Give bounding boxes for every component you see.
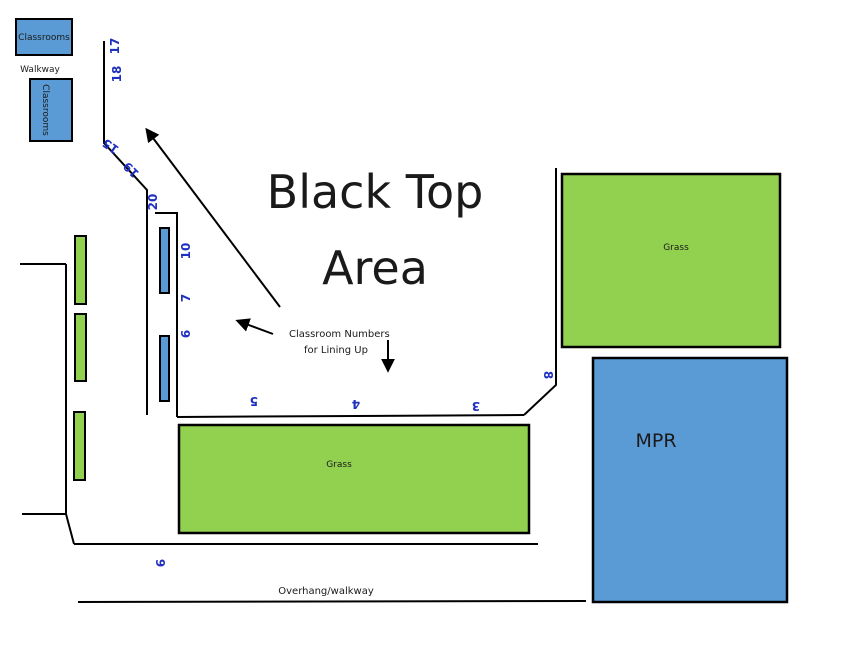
annotation-line2: for Lining Up	[304, 345, 368, 356]
grass-strip-2	[74, 313, 87, 382]
classroom-number-5: 5	[250, 394, 258, 408]
grass-right-label: Grass	[663, 243, 689, 253]
annotation-line1: Classroom Numbers	[289, 329, 390, 340]
blue-strip-lower	[159, 335, 170, 402]
arrow-to-left-classrooms	[235, 318, 274, 335]
inner-boundary-line	[155, 212, 178, 417]
grass-strip-3	[73, 411, 86, 481]
blacktop-title-line2: Area	[322, 241, 428, 295]
classroom-number-8: 8	[541, 371, 555, 379]
overhang-line	[77, 600, 587, 603]
mpr-label: MPR	[635, 430, 676, 452]
blue-strip-upper	[159, 227, 170, 294]
classrooms-building-vertical	[29, 78, 73, 142]
classroom-number-3: 3	[472, 399, 480, 413]
walkway-label: Walkway	[20, 65, 60, 75]
overhang-label: Overhang/walkway	[278, 586, 374, 597]
classroom-number-20: 20	[146, 194, 160, 211]
mpr-building	[591, 356, 789, 604]
classrooms-top-label: Classrooms	[18, 33, 70, 43]
classroom-number-18: 18	[110, 66, 124, 83]
classroom-number-19: 19	[120, 159, 142, 181]
grass-area-bottom	[177, 423, 531, 535]
classroom-number-9: 9	[153, 559, 167, 567]
bottom-blacktop-edge	[176, 414, 525, 418]
grass-area-right	[560, 172, 782, 349]
classrooms-building-top	[15, 18, 73, 56]
right-boundary-line	[523, 168, 557, 416]
left-diagonal	[65, 513, 75, 545]
classroom-number-7: 7	[179, 294, 193, 302]
arrow-to-upper-classrooms	[145, 127, 281, 308]
grass-strip-1	[74, 235, 87, 305]
classroom-number-17: 17	[108, 38, 122, 55]
grass-bottom-label: Grass	[326, 460, 352, 470]
classroom-number-4: 4	[352, 397, 360, 411]
upper-boundary-line	[103, 41, 148, 415]
blacktop-title-line1: Black Top	[267, 165, 484, 219]
classroom-number-10: 10	[179, 243, 193, 260]
classrooms-vertical-label: Classrooms	[40, 84, 50, 136]
classroom-number-6: 6	[179, 330, 193, 338]
